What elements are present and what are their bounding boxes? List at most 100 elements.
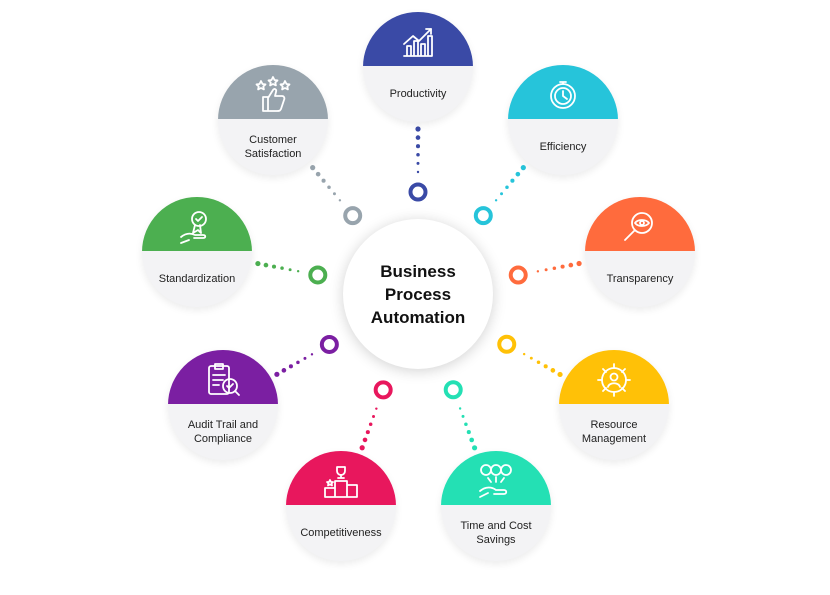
connector-dot — [466, 430, 471, 435]
growth-chart-icon — [403, 28, 433, 57]
hand-coins-icon — [479, 464, 512, 498]
connector-audit-trail-and-compliance — [274, 334, 339, 377]
node-cap — [218, 65, 328, 119]
connector-dot — [288, 268, 292, 272]
connector-dot — [500, 192, 504, 196]
connector-dot — [280, 266, 284, 270]
node-time-and-cost-savings: Time and Cost Savings — [441, 451, 551, 561]
node-label: Competitiveness — [300, 527, 382, 539]
connector-dot — [576, 260, 582, 267]
connector-dot — [505, 185, 509, 189]
center-circle: Business Process Automation — [343, 219, 493, 369]
connector-dot — [552, 266, 557, 270]
node-competitiveness: Competitiveness — [286, 451, 396, 561]
connector-ring — [508, 265, 528, 285]
connector-dot — [415, 135, 421, 140]
connector-dot — [560, 264, 565, 269]
thumbs-up-stars-icon — [255, 76, 291, 112]
connector-dot — [332, 192, 336, 196]
connector-dot — [494, 199, 498, 202]
connector-dot — [510, 178, 515, 183]
connector-transparency — [508, 260, 582, 285]
magnifier-eye-icon — [624, 212, 653, 241]
connector-resource-management — [497, 334, 563, 378]
node-customer-satisfaction: Customer Satisfaction — [218, 65, 328, 175]
connector-dot — [536, 270, 540, 273]
connector-ring — [408, 182, 428, 202]
connector-dot — [372, 415, 375, 418]
connector-dot — [359, 445, 365, 451]
connector-dot — [515, 171, 521, 177]
node-productivity: Productivity — [363, 12, 473, 122]
connector-dot — [255, 260, 261, 267]
gear-person-icon — [597, 363, 631, 397]
connector-dot — [310, 353, 314, 356]
connector-ring — [443, 380, 463, 400]
node-label: Efficiency — [539, 141, 587, 153]
node-label: Standardization — [158, 273, 236, 285]
connector-dot — [469, 437, 475, 443]
connector-dot — [416, 153, 420, 157]
node-label: Resource Management — [581, 419, 647, 445]
clipboard-check-icon — [208, 363, 240, 396]
connector-dot — [375, 407, 378, 410]
connector-ring — [308, 265, 328, 285]
connector-dot — [365, 430, 370, 435]
connector-ring — [343, 206, 363, 226]
node-cap — [585, 197, 695, 251]
connector-dot — [362, 437, 368, 443]
connector-dot — [416, 170, 420, 174]
stopwatch-gear-icon — [550, 81, 576, 109]
connector-dot — [416, 161, 420, 165]
connector-standardization — [255, 260, 328, 285]
connector-dot — [536, 360, 541, 365]
connector-dot — [543, 364, 548, 369]
connector-dot — [281, 368, 287, 373]
node-label: Productivity — [389, 88, 447, 100]
connector-dot — [321, 178, 326, 183]
connector-dot — [271, 264, 277, 269]
node-cap — [168, 350, 278, 404]
connector-dot — [529, 356, 533, 360]
connector-dot — [263, 262, 269, 268]
connector-dot — [544, 268, 548, 272]
node-resource-management: Resource Management — [559, 350, 669, 460]
node-label: Transparency — [606, 273, 674, 285]
connector-dot — [471, 445, 478, 451]
connector-dot — [550, 368, 556, 373]
node-cap — [286, 451, 396, 505]
node-cap — [508, 65, 618, 119]
connector-dot — [327, 185, 331, 189]
node-label: Customer Satisfaction — [244, 134, 302, 160]
connector-dot — [288, 364, 293, 369]
connector-dot — [568, 262, 574, 268]
connector-efficiency — [473, 165, 526, 226]
node-cap — [441, 451, 551, 505]
connector-dot — [520, 165, 526, 171]
connector-dot — [415, 144, 421, 149]
hand-award-icon — [180, 211, 207, 244]
connector-dot — [461, 414, 465, 418]
connector-dot — [464, 422, 468, 426]
center-title: Business Process Automation — [370, 261, 466, 327]
connector-ring — [473, 206, 493, 226]
connector-competitiveness — [359, 380, 393, 451]
connector-dot — [296, 360, 300, 365]
connector-productivity — [408, 126, 428, 202]
connector-dot — [338, 199, 342, 202]
connector-time-and-cost-savings — [443, 380, 478, 451]
node-label: Time and Cost Savings — [460, 520, 532, 546]
node-standardization: Standardization — [142, 197, 252, 307]
connector-customer-satisfaction — [310, 165, 363, 226]
connector-dot — [458, 407, 462, 410]
node-cap — [559, 350, 669, 404]
connector-dot — [315, 171, 321, 177]
node-audit-trail-and-compliance: Audit Trail and Compliance — [168, 350, 278, 460]
node-cap — [363, 12, 473, 66]
node-efficiency: Efficiency — [508, 65, 618, 175]
connector-dot — [303, 356, 307, 360]
node-label: Audit Trail and Compliance — [187, 419, 259, 445]
node-cap — [142, 197, 252, 251]
